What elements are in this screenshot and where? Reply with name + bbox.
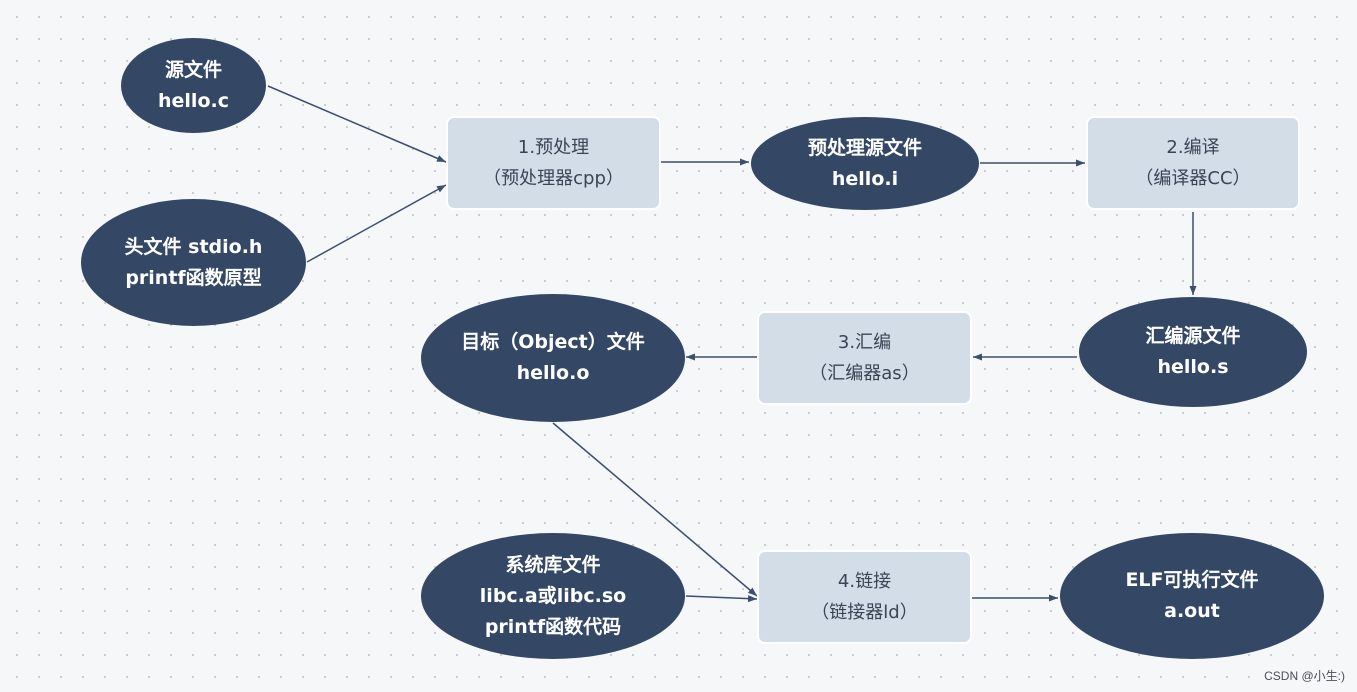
- compile-step-title: 2.编译: [1166, 137, 1220, 158]
- system-library-node: 系统库文件 libc.a或libc.so printf函数代码: [421, 533, 685, 659]
- assembly-file-label: 汇编源文件: [1145, 325, 1241, 347]
- link-step-tool: （链接器ld）: [811, 602, 918, 623]
- executable-file-name: a.out: [1164, 600, 1220, 622]
- header-file-label: 头文件 stdio.h: [124, 235, 263, 258]
- system-library-files: libc.a或libc.so: [479, 584, 627, 607]
- assemble-step-box: 3.汇编 （汇编器as）: [757, 311, 972, 405]
- object-file-node: 目标（Object）文件 hello.o: [421, 294, 685, 422]
- source-file-label: 源文件: [164, 58, 222, 81]
- assembly-file-node: 汇编源文件 hello.s: [1079, 297, 1307, 407]
- header-file-node: 头文件 stdio.h printf函数原型: [81, 199, 306, 326]
- edge-syslib-to-link: [685, 595, 758, 603]
- edge-header-to-preprocess: [306, 184, 447, 263]
- source-file-name: hello.c: [158, 89, 229, 112]
- link-step-box: 4.链接 （链接器ld）: [757, 550, 972, 644]
- edge-object-to-link: [552, 422, 758, 597]
- preprocessed-file-node: 预处理源文件 hello.i: [751, 117, 979, 210]
- system-library-desc: printf函数代码: [484, 615, 622, 638]
- edge-source-to-preprocess: [267, 85, 447, 163]
- object-file-name: hello.o: [516, 362, 590, 384]
- preprocess-step-title: 1.预处理: [517, 137, 590, 158]
- executable-file-node: ELF可执行文件 a.out: [1060, 533, 1324, 659]
- watermark: CSDN @小生:): [1264, 669, 1345, 683]
- object-file-label: 目标（Object）文件: [461, 331, 645, 353]
- system-library-label: 系统库文件: [505, 553, 601, 576]
- compile-step-box: 2.编译 （编译器CC）: [1086, 116, 1300, 210]
- assemble-step-title: 3.汇编: [837, 332, 892, 353]
- preprocess-step-box: 1.预处理 （预处理器cpp）: [446, 116, 661, 210]
- assemble-step-tool: （汇编器as）: [809, 363, 920, 384]
- preprocess-step-tool: （预处理器cpp）: [483, 168, 624, 189]
- preprocessed-file-label: 预处理源文件: [807, 136, 922, 159]
- compile-step-tool: （编译器CC）: [1135, 168, 1251, 189]
- assembly-file-name: hello.s: [1157, 356, 1229, 378]
- preprocessed-file-name: hello.i: [831, 167, 899, 190]
- header-file-desc: printf函数原型: [125, 266, 262, 289]
- executable-file-label: ELF可执行文件: [1125, 569, 1259, 591]
- source-file-node: 源文件 hello.c: [121, 38, 266, 133]
- link-step-title: 4.链接: [837, 571, 892, 592]
